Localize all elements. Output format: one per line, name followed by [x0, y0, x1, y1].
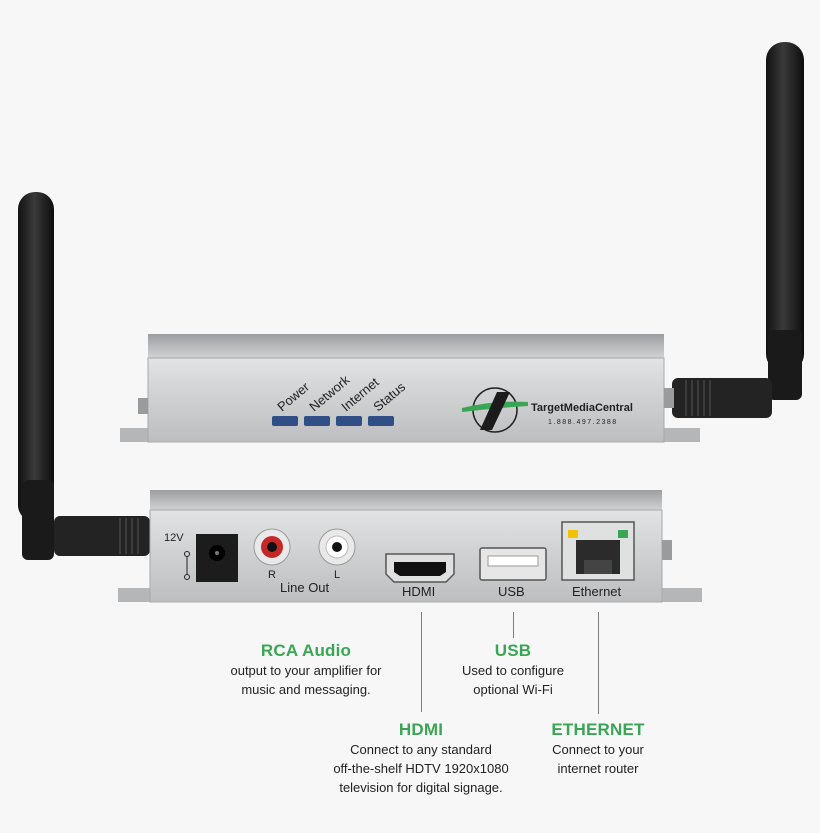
rca-audio-desc-2: music and messaging.	[241, 682, 371, 697]
rca-jack-left: L	[318, 528, 356, 581]
ethernet-desc-1: Connect to your	[552, 742, 644, 757]
ethernet-title: ETHERNET	[551, 720, 645, 739]
hdmi-desc-1: Connect to any standard	[350, 742, 492, 757]
left-antenna-icon	[18, 192, 150, 560]
led-network	[304, 416, 330, 426]
rca-l-label: L	[334, 569, 340, 581]
usb-desc-2: optional Wi-Fi	[473, 682, 553, 697]
hdmi-desc-3: television for digital signage.	[339, 780, 503, 795]
phone-text: 1.888.497.2388	[548, 419, 618, 426]
hdmi-callout-line	[421, 612, 422, 712]
ethernet-port: Ethernet	[561, 521, 635, 599]
usb-desc-1: Used to configure	[462, 663, 564, 678]
hdmi-desc-2: off-the-shelf HDTV 1920x1080	[333, 761, 509, 776]
line-out-label: Line Out	[280, 580, 330, 595]
usb-title: USB	[494, 641, 532, 660]
hdmi-port-label: HDMI	[402, 584, 435, 599]
hdmi-port: HDMI	[385, 553, 455, 599]
ethernet-desc-2: internet router	[557, 761, 639, 776]
rca-jack-right: R	[253, 528, 291, 581]
rca-r-label: R	[268, 569, 276, 581]
logo-icon: TargetMediaCentral 1.888.497.2388	[462, 387, 633, 433]
brand-text: TargetMediaCentral	[531, 402, 633, 414]
hdmi-title: HDMI	[398, 720, 444, 739]
dc-polarity-icon	[184, 551, 190, 580]
dc-power-jack: 12V	[164, 532, 238, 582]
usb-port: USB	[479, 547, 547, 599]
led-internet	[336, 416, 362, 426]
usb-callout: USB Used to configure optional Wi-Fi	[433, 641, 593, 699]
rca-audio-callout: RCA Audio output to your amplifier for m…	[196, 641, 416, 699]
hdmi-callout: HDMI Connect to any standard off-the-she…	[316, 720, 526, 797]
right-antenna-icon	[672, 42, 804, 418]
voltage-label: 12V	[164, 532, 184, 544]
front-panel-unit	[120, 334, 700, 443]
led-power	[272, 416, 298, 426]
ethernet-callout: ETHERNET Connect to your internet router	[523, 720, 673, 778]
usb-port-label: USB	[498, 584, 525, 599]
rca-audio-title: RCA Audio	[260, 641, 352, 660]
rca-audio-desc-1: output to your amplifier for	[230, 663, 382, 678]
usb-callout-line	[513, 612, 514, 638]
led-status	[368, 416, 394, 426]
ethernet-port-label: Ethernet	[572, 584, 622, 599]
ethernet-callout-line	[598, 612, 599, 714]
